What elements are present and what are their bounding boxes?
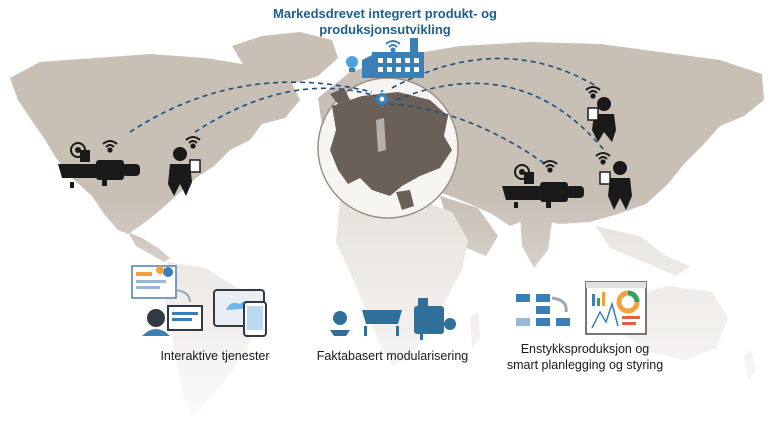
europe-magnifier [317, 77, 459, 219]
diagram-title-line2: produksjonsutvikling [319, 22, 451, 37]
caption-interactive-services-text: Interaktive tjenester [160, 349, 270, 363]
link-line-na-machine [129, 81, 373, 133]
link-line-asia-machine [389, 103, 549, 167]
diagram-title-line1: Markedsdrevet integrert produkt- og [273, 6, 497, 21]
caption-production-line2: smart planlegging og styring [506, 358, 664, 372]
wifi-icon [185, 136, 201, 149]
wifi-icon [385, 40, 401, 53]
caption-interactive-services: Interaktive tjenester [130, 348, 300, 364]
caption-production-line1: Enstykksproduksjon og [520, 342, 650, 356]
interactive-services-icon [131, 265, 267, 337]
modular-components-icon [330, 298, 456, 340]
europe-landmass [330, 92, 452, 196]
worker-with-tablet-icon-north-america [168, 147, 201, 196]
worker-with-tablet-icon-asia-top [587, 97, 616, 142]
north-america-landmass [10, 54, 300, 234]
lightbulb-icon [346, 56, 358, 72]
caption-modularisering: Faktabasert modularisering [300, 348, 485, 364]
greenland-landmass [232, 32, 338, 84]
link-line-asia-worker-mid [395, 82, 605, 151]
link-line-na-worker [194, 87, 377, 133]
caption-modularisering-text: Faktabasert modularisering [316, 349, 469, 363]
wifi-icon [585, 86, 601, 99]
machine-icon-north-america [58, 142, 140, 188]
machine-icon-asia [502, 164, 584, 208]
diagram-title: Markedsdrevet integrert produkt- og prod… [240, 6, 530, 38]
gear-icon [373, 90, 391, 108]
wifi-icon [542, 160, 558, 173]
planning-dashboard-icon [516, 281, 647, 335]
worker-with-tablet-icon-asia-bottom [599, 161, 632, 210]
factory-icon [362, 38, 424, 78]
wifi-icon [102, 140, 118, 153]
caption-production-planning: Enstykksproduksjon og smart planlegging … [485, 341, 685, 373]
wifi-icon [595, 152, 611, 165]
